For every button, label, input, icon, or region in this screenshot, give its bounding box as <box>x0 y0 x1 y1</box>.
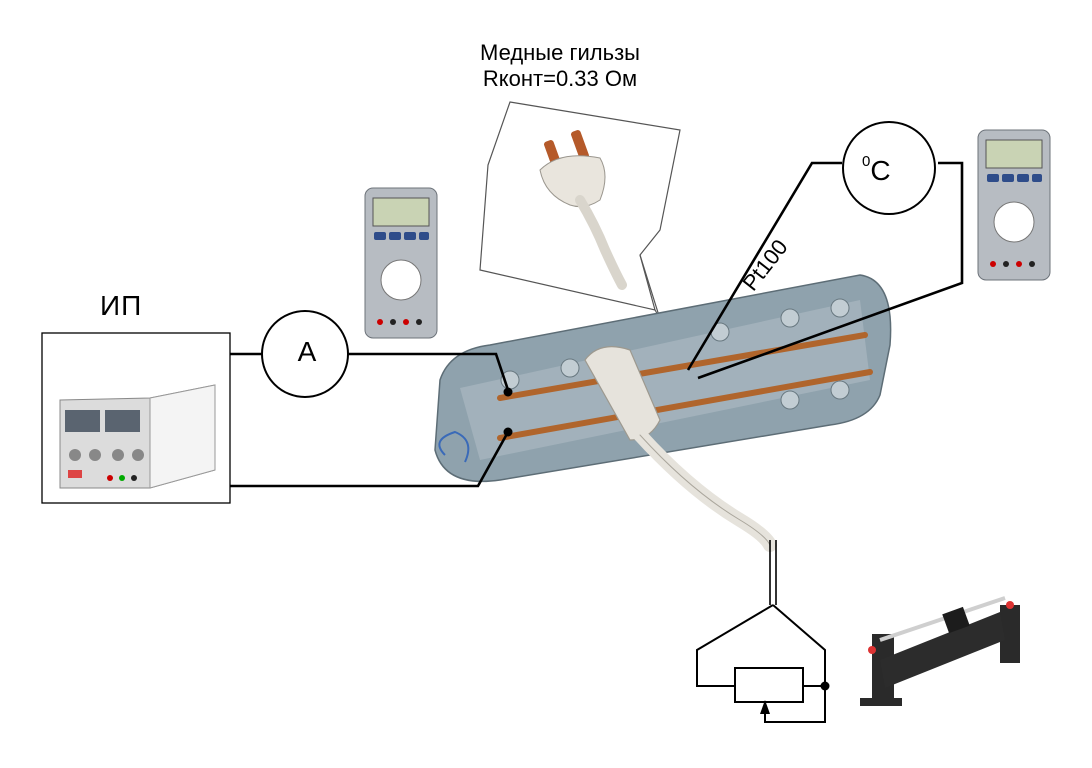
rheostat-arrow-icon <box>760 700 770 714</box>
callout-line-1: Медные гильзы <box>480 40 640 65</box>
multimeter-dial <box>380 259 422 301</box>
strip-terminal-dot <box>503 387 513 397</box>
multimeter-dial <box>993 201 1035 243</box>
psu-display-right <box>105 410 140 432</box>
thermometer-label: 0C <box>862 152 891 187</box>
psu-terminal <box>107 475 113 481</box>
strip-terminal-dot <box>503 427 513 437</box>
copper-bus-upper <box>497 332 868 401</box>
copper-bus-lower <box>497 369 873 441</box>
plug-callout <box>479 101 681 339</box>
power-strip <box>434 274 892 483</box>
strip-plug <box>584 346 777 552</box>
psu-knob <box>112 449 124 461</box>
psu-knob <box>89 449 101 461</box>
wire-ammeter-to-strip <box>348 352 510 391</box>
power-supply <box>41 332 231 504</box>
rheostat-device <box>860 596 1020 706</box>
psu-knob <box>69 449 81 461</box>
blue-wire <box>438 430 470 463</box>
wires <box>230 161 964 723</box>
wire-rheostat-left <box>696 604 774 687</box>
strip-sockets <box>500 298 850 410</box>
ammeter-label: A <box>297 336 317 367</box>
wire-sensor-to-thermo <box>686 161 842 371</box>
callout-line-2: Rконт=0.33 Ом <box>482 66 638 91</box>
wire-psu-return <box>230 431 510 488</box>
rheostat-symbol <box>734 667 804 703</box>
psu-terminal <box>131 475 137 481</box>
ammeter-circle <box>261 310 349 398</box>
psu-switch <box>68 470 82 478</box>
plug-icon <box>539 130 627 290</box>
rheostat-junction-dot <box>820 681 830 691</box>
multimeter-screen <box>985 139 1043 169</box>
thermometer-unit: C <box>870 155 891 186</box>
thermometer-degree-mark: 0 <box>862 152 871 170</box>
wire-rheostat-right <box>772 604 826 687</box>
multimeter-screen <box>372 197 430 227</box>
wire-sensor-return <box>697 161 964 380</box>
multimeter-left <box>364 187 438 339</box>
thermometer-circle <box>842 121 936 215</box>
multimeter-right <box>977 129 1051 281</box>
psu-knob <box>132 449 144 461</box>
psu-display-left <box>65 410 100 432</box>
power-supply-label: ИП <box>100 290 143 321</box>
psu-terminal <box>119 475 125 481</box>
callout-title: Медные гильзы Rконт=0.33 Ом <box>440 40 680 92</box>
